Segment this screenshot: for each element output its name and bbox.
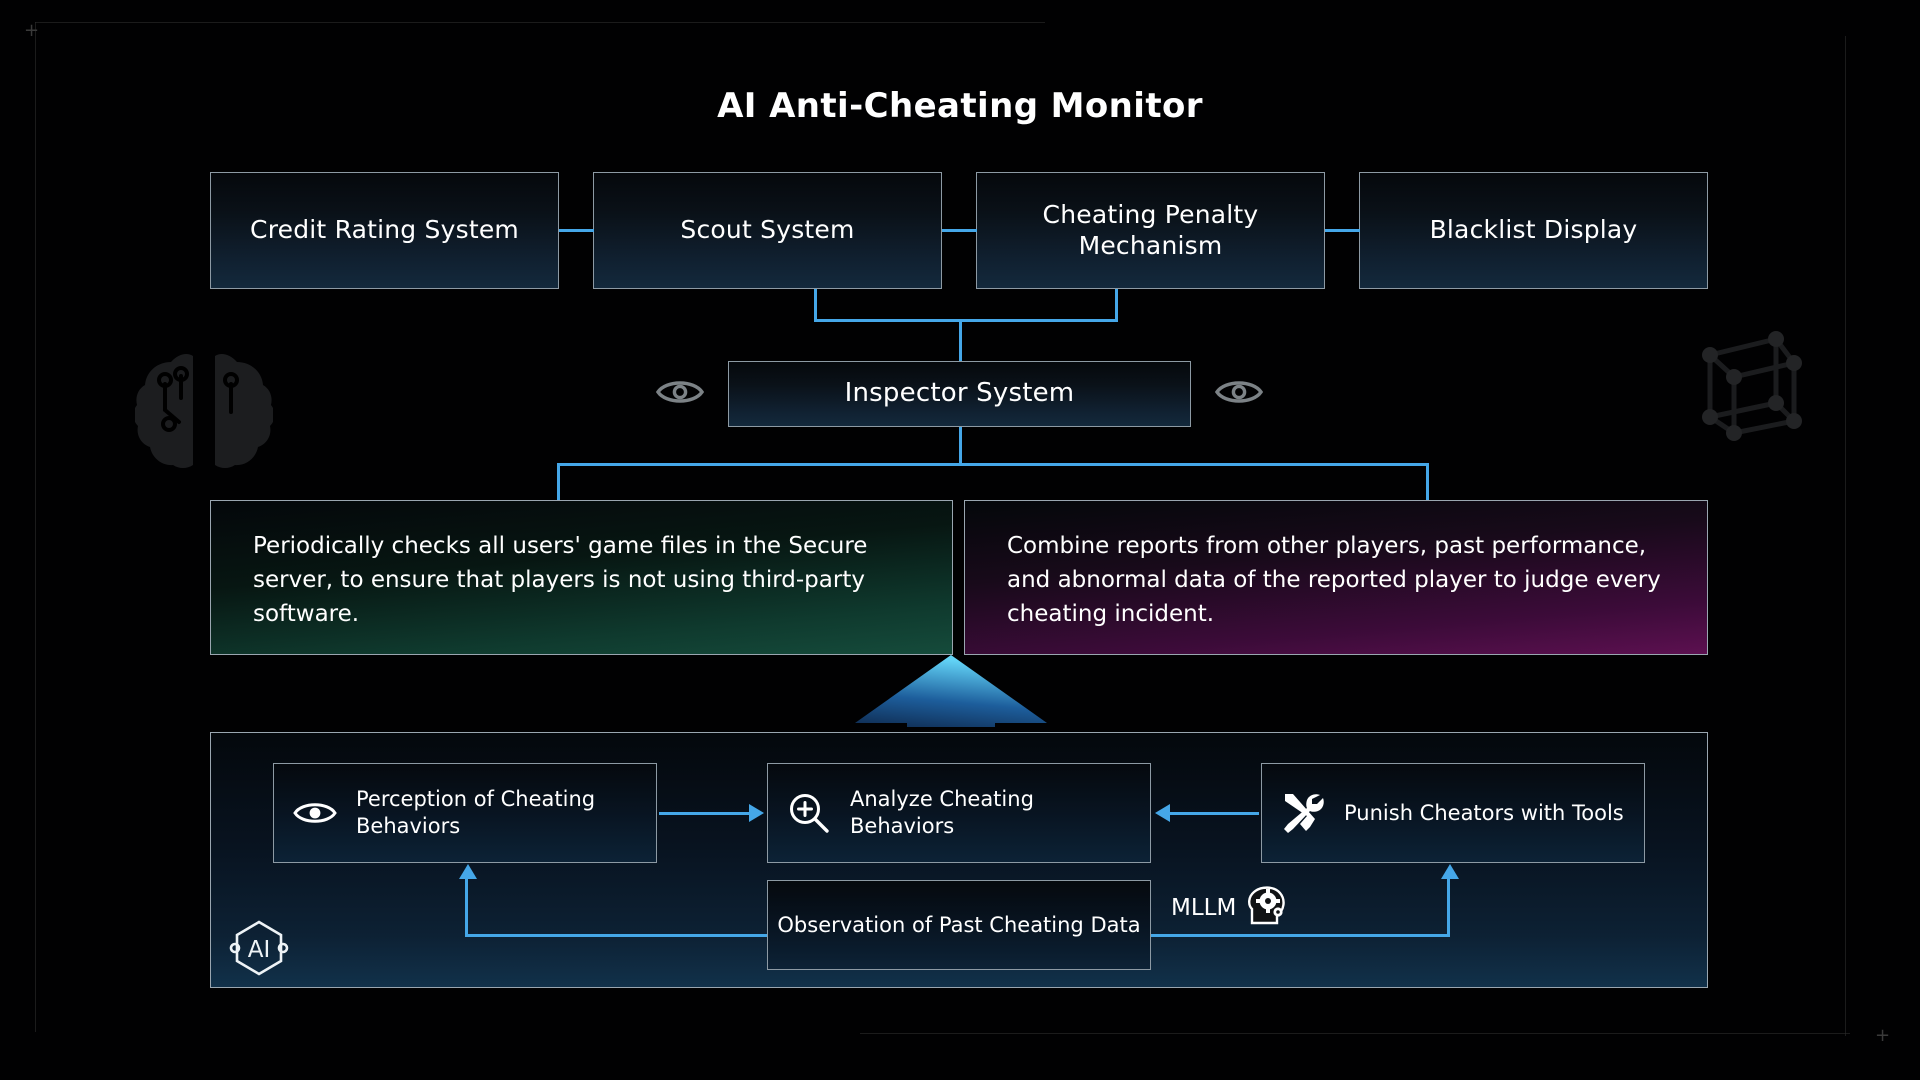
description-card-combine-reports: Combine reports from other players, past… <box>964 500 1708 655</box>
workflow-node-label: Observation of Past Cheating Data <box>777 912 1141 937</box>
workflow-node-label: Punish Cheators with Tools <box>1344 800 1624 825</box>
description-text: Periodically checks all users' game file… <box>253 533 868 628</box>
link-split-right-down <box>1426 463 1429 501</box>
top-node-label: Blacklist Display <box>1429 215 1638 245</box>
top-node-scout-system[interactable]: Scout System <box>593 172 942 289</box>
top-node-label: Credit Rating System <box>250 215 519 245</box>
eye-icon <box>288 798 342 828</box>
page-title: AI Anti-Cheating Monitor <box>717 86 1203 126</box>
arrow-observation-to-perception-vertical <box>465 878 468 936</box>
ai-hexagon-badge: AI <box>227 917 291 983</box>
head-gear-icon <box>1246 885 1288 931</box>
arrow-head-left <box>1155 804 1170 822</box>
crop-plus-bottom-right: + <box>1875 1025 1891 1046</box>
arrow-head-up <box>459 864 477 879</box>
description-card-secure-server: Periodically checks all users' game file… <box>210 500 953 655</box>
workflow-node-perception-of-cheating-behaviors[interactable]: Perception of Cheating Behaviors <box>273 763 657 863</box>
inspector-system-node[interactable]: Inspector System <box>728 361 1191 427</box>
brain-icon <box>133 350 275 476</box>
link-penalty-to-blacklist <box>1325 229 1360 232</box>
workflow-node-label: Perception of Cheating Behaviors <box>356 787 596 838</box>
mllm-badge: MLLM <box>1171 885 1288 931</box>
inspector-system-label: Inspector System <box>844 378 1075 409</box>
top-node-blacklist-display[interactable]: Blacklist Display <box>1359 172 1708 289</box>
arrow-perception-to-analyze <box>659 812 749 815</box>
up-arrow-gradient <box>855 655 1047 731</box>
workflow-node-analyze-cheating-behaviors[interactable]: Analyze Cheating Behaviors <box>767 763 1151 863</box>
link-scout-to-penalty <box>942 229 977 232</box>
link-bus-horizontal <box>814 319 1118 322</box>
svg-text:AI: AI <box>248 937 271 963</box>
network-nodes-icon <box>1690 325 1810 449</box>
workflow-node-label: Analyze Cheating Behaviors <box>850 787 1034 838</box>
arrow-observation-to-punish-vertical <box>1447 878 1450 936</box>
top-node-label: Scout System <box>680 215 855 245</box>
crop-mark-top-horizontal <box>35 22 1045 23</box>
top-node-credit-rating-system[interactable]: Credit Rating System <box>210 172 559 289</box>
arrow-observation-to-punish-horizontal <box>1151 934 1450 937</box>
arrow-observation-to-perception-horizontal <box>465 934 767 937</box>
crop-mark-right-vertical <box>1845 36 1846 1036</box>
crop-mark-bottom-horizontal <box>860 1033 1850 1034</box>
crop-plus-top-left: + <box>24 20 40 41</box>
eye-icon <box>1214 376 1264 412</box>
mllm-label: MLLM <box>1171 895 1237 921</box>
description-text: Combine reports from other players, past… <box>1007 533 1661 628</box>
arrow-head-up <box>1441 864 1459 879</box>
link-inspector-split <box>557 463 1429 466</box>
link-scout-down <box>814 289 817 322</box>
arrow-punish-to-analyze <box>1170 812 1259 815</box>
tools-icon <box>1276 791 1330 835</box>
crop-mark-left-vertical <box>35 22 36 1032</box>
link-bus-to-inspector <box>959 319 962 362</box>
top-node-label: Cheating Penalty Mechanism <box>1042 200 1259 260</box>
workflow-node-observation-of-past-cheating-data[interactable]: Observation of Past Cheating Data <box>767 880 1151 970</box>
arrow-head-right <box>749 804 764 822</box>
link-split-left-down <box>557 463 560 501</box>
link-credit-to-scout <box>559 229 594 232</box>
link-inspector-down <box>959 427 962 465</box>
top-node-cheating-penalty-mechanism[interactable]: Cheating Penalty Mechanism <box>976 172 1325 289</box>
link-penalty-down <box>1115 289 1118 322</box>
workflow-node-punish-cheators-with-tools[interactable]: Punish Cheators with Tools <box>1261 763 1645 863</box>
magnifier-plus-icon <box>782 792 836 834</box>
eye-icon <box>655 376 705 412</box>
